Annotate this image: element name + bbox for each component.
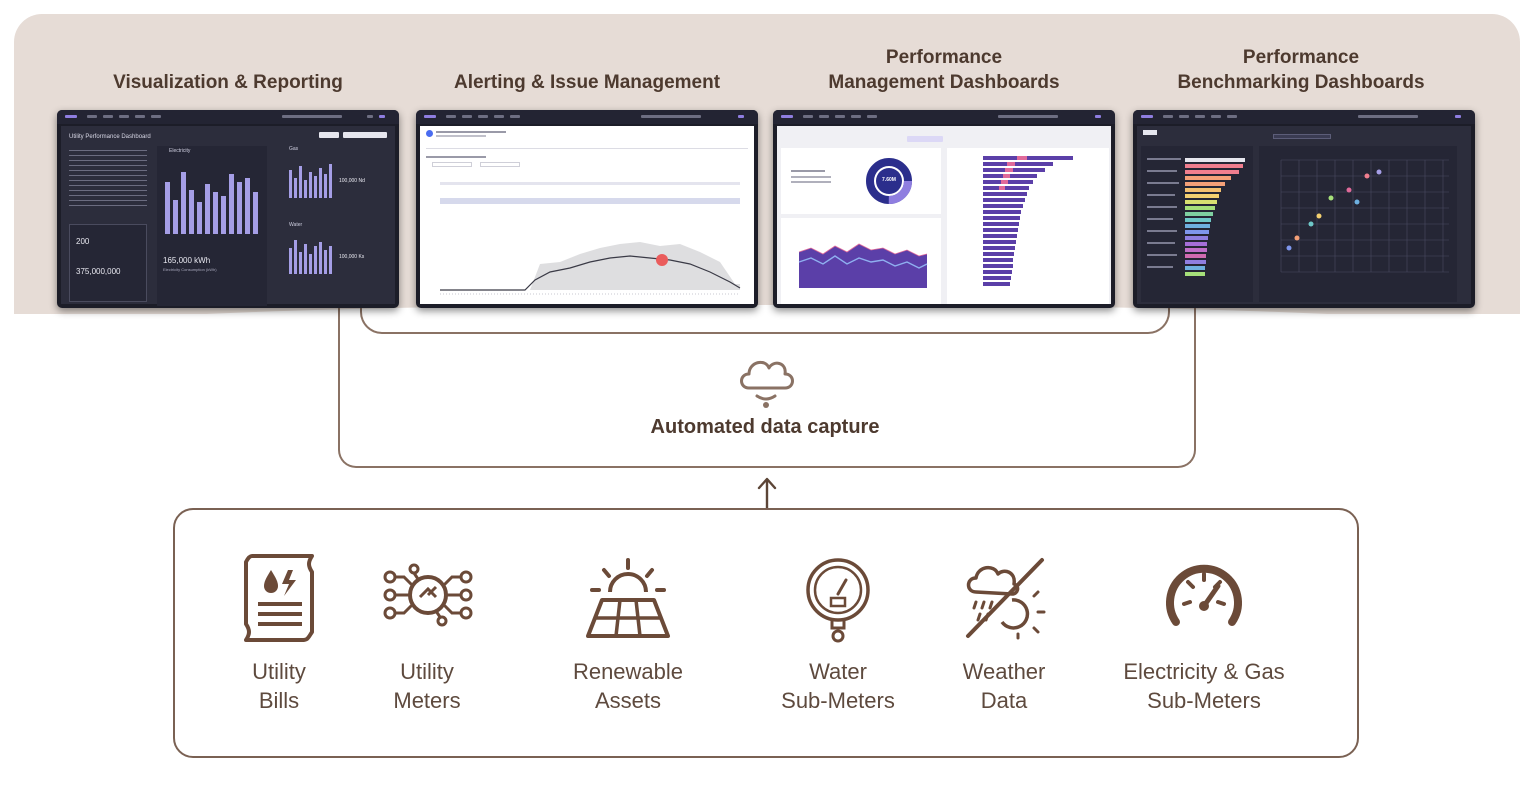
toggle-group[interactable] [1273,134,1331,139]
water-panel: Water 100,000 Ks [277,222,387,298]
source-label: Renewable [572,659,684,684]
screenshot-performance-benchmarking [1133,110,1475,308]
title-line: Performance [1242,47,1360,68]
screen-body: 7.60M [777,126,1111,304]
benchmark-scatter-chart [1280,159,1449,273]
data-sources-frame [173,508,1359,758]
filter-select[interactable] [480,162,520,167]
consumption-area-chart [798,243,928,288]
source-label: Sub-Meters [781,688,895,713]
source-label: Bills [258,688,300,713]
utility-bill-icon [244,554,314,642]
source-utility-meters: Utility Meters [362,657,492,715]
kpi-panel: 200 375,000,000 [69,224,147,302]
source-weather-data: Weather Data [930,657,1078,715]
gas-bar-chart [289,164,332,198]
consumption-by-date-panel [781,218,941,304]
screenshot-alerting-issue-management [416,110,758,308]
screenshot-visualization-reporting: Utility Performance Dashboard 200 375,00… [57,110,399,308]
source-label: Water [809,659,867,684]
screen-nav-bar [416,110,758,124]
dashboard-heading: Utility Performance Dashboard [69,134,151,140]
kpi-value: 200 [76,237,90,246]
share-button[interactable] [319,132,339,138]
location-ranking-panel [1141,146,1253,302]
solar-panel-icon [586,558,670,638]
electricity-caption: Electricity Consumption (kWh) [163,267,217,272]
title-visualization-reporting: Visualization & Reporting [113,72,343,93]
donut-chart [791,158,912,204]
consumption-by-location-panel [947,148,1109,304]
dashboard-connector-line [360,300,1170,334]
issue-title [436,131,506,133]
water-label: Water [289,222,303,228]
section-heading [426,156,486,158]
timeline-bar [440,182,740,185]
source-label: Data [980,688,1028,713]
screen-nav-bar [773,110,1115,124]
title-line: Benchmarking Dashboards [1177,72,1425,93]
arrow-up-icon [757,477,777,510]
electricity-bar-chart [165,172,258,234]
ranking-bar-chart [1147,158,1245,276]
source-electricity-gas-sub-meters: Electricity & Gas Sub-Meters [1100,657,1308,715]
screen-nav-bar [1133,110,1475,124]
source-renewable-assets: Renewable Assets [552,657,704,715]
title-performance-management: Performance Management Dashboards [784,45,1104,95]
kpi-value: 375,000,000 [76,267,121,276]
title-line: Performance [885,47,1003,68]
electricity-value: 165,000 kWh [163,256,211,265]
divider [426,148,748,149]
download-button[interactable] [343,132,387,138]
title-line: Management Dashboards [828,72,1060,93]
filter-select[interactable] [432,162,472,167]
issue-subtitle [436,135,486,137]
speedometer-icon [1166,564,1242,626]
cloud-icon [740,360,794,408]
source-utility-bills: Utility Bills [214,657,344,715]
screen-nav-bar [57,110,399,124]
back-button[interactable] [1143,130,1157,135]
tab-active[interactable] [907,136,943,142]
scatter-panel [1259,146,1457,302]
source-label: Electricity & Gas [1123,659,1285,684]
electricity-label: Electricity [169,148,191,154]
anomaly-line-chart [440,242,741,295]
screen-body: Utility Performance Dashboard 200 375,00… [61,126,395,306]
timeline-range [440,198,740,204]
location-stacked-bar-chart [983,156,1073,286]
screen-body [1137,126,1471,304]
title-alerting-issue-management: Alerting & Issue Management [453,72,721,93]
source-label: Assets [594,688,662,713]
screenshot-performance-management: 7.60M [773,110,1115,308]
gas-label: Gas [289,146,299,152]
screen-body [420,126,754,304]
source-label: Utility [400,659,454,684]
avatar [426,130,433,137]
source-label: Sub-Meters [1147,688,1261,713]
electricity-panel: Electricity 165,000 kWh Electricity Cons… [157,146,267,306]
source-label: Utility [252,659,306,684]
gas-value: 100,000 Nd [339,178,365,184]
water-value: 100,000 Ks [339,254,365,260]
source-label: Meters [393,688,461,713]
title-performance-benchmarking: Performance Benchmarking Dashboards [1141,45,1461,95]
water-gauge-icon [806,558,870,643]
source-label: Weather [962,659,1046,684]
automated-data-capture-label: Automated data capture [650,416,880,438]
water-bar-chart [289,240,332,274]
data-capture-frame [338,306,1196,468]
weather-icon [966,558,1046,640]
description-text [69,150,147,208]
meter-network-icon [383,563,473,627]
donut-value: 7.60M [882,177,896,183]
source-water-sub-meters: Water Sub-Meters [762,657,914,715]
donut-panel: 7.60M [781,148,941,214]
gas-panel: Gas 100,000 Nd [277,146,387,222]
